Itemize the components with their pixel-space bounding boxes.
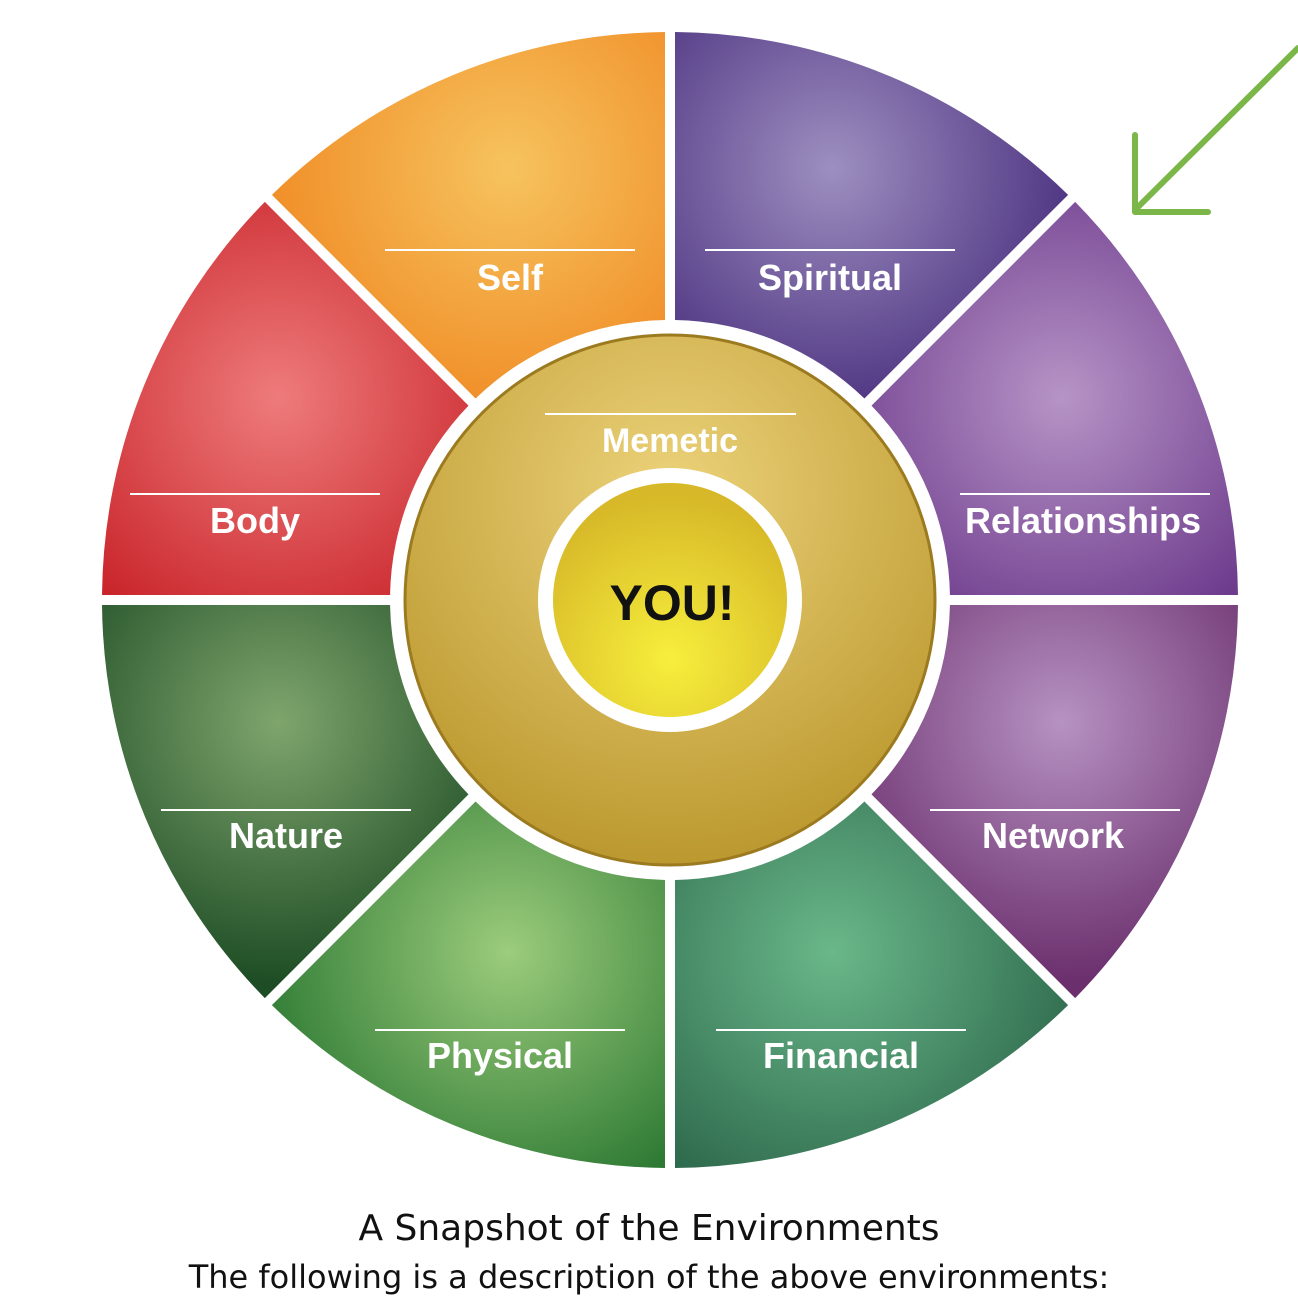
segment-label-relationships: Relationships xyxy=(965,500,1201,541)
segment-relationships: Relationships xyxy=(871,201,1238,596)
segment-shape-self xyxy=(271,32,666,399)
segment-network: Network xyxy=(871,604,1238,999)
segment-self: Self xyxy=(271,32,666,399)
segment-label-network: Network xyxy=(982,815,1125,856)
center-label: YOU! xyxy=(610,575,735,631)
segment-shape-body xyxy=(102,201,469,596)
arrow-icon xyxy=(1132,45,1298,215)
segment-spiritual: Spiritual xyxy=(674,32,1069,399)
segment-shape-physical xyxy=(271,801,666,1168)
segment-label-spiritual: Spiritual xyxy=(758,257,902,298)
segment-body: Body xyxy=(102,201,469,596)
segment-shape-nature xyxy=(102,604,469,999)
segment-financial: Financial xyxy=(674,801,1069,1168)
segment-label-nature: Nature xyxy=(229,815,343,856)
caption-title: A Snapshot of the Environments xyxy=(358,1208,940,1249)
center-circle: YOU! xyxy=(538,468,802,732)
caption-subtitle: The following is a description of the ab… xyxy=(188,1258,1110,1296)
segment-shape-financial xyxy=(674,801,1069,1168)
segment-label-physical: Physical xyxy=(427,1035,573,1076)
segment-shape-network xyxy=(871,604,1238,999)
segment-label-body: Body xyxy=(210,500,300,541)
segment-nature: Nature xyxy=(102,604,469,999)
segment-label-self: Self xyxy=(477,257,544,298)
segments-layer: Self SpiritualRelationshipsNetworkFinanci… xyxy=(102,32,1238,1168)
segment-shape-spiritual xyxy=(674,32,1069,399)
segment-shape-relationships xyxy=(871,201,1238,596)
segment-physical: Physical xyxy=(271,801,666,1168)
inner-ring-label: Memetic xyxy=(602,422,738,460)
segment-label-financial: Financial xyxy=(763,1035,919,1076)
